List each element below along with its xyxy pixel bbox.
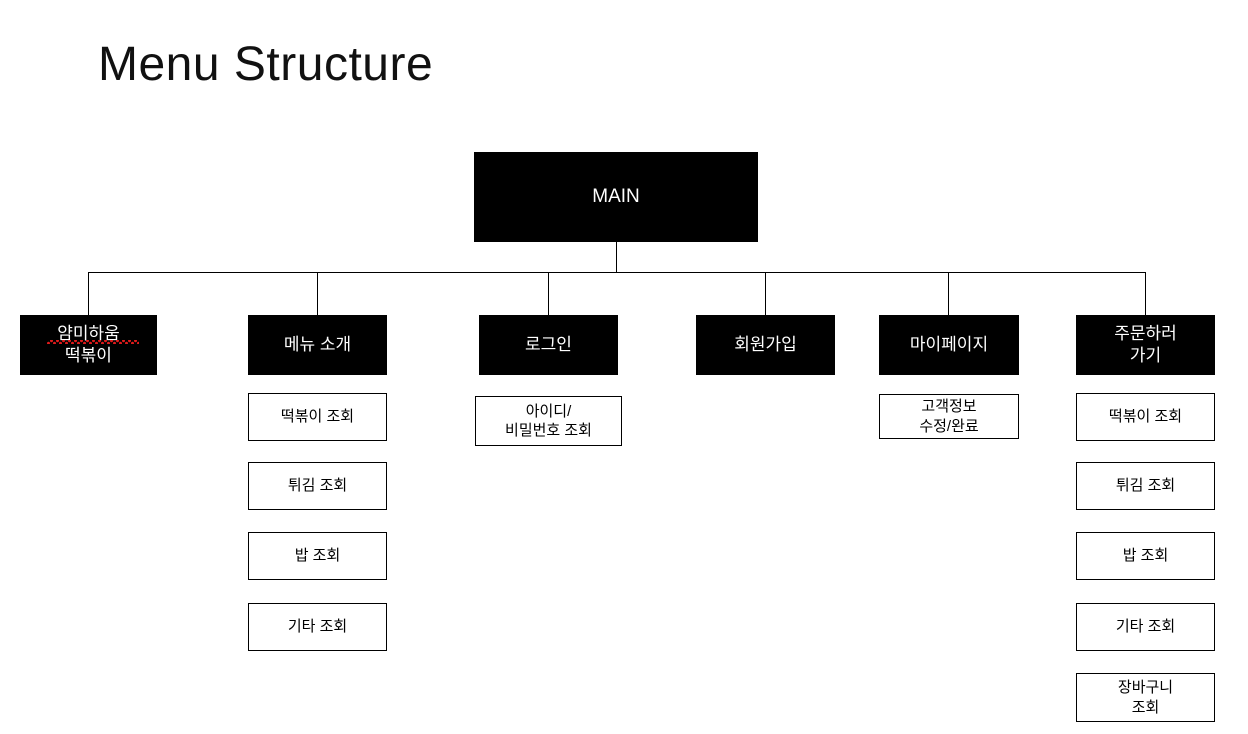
node-brand-yammihaum-label: 얌미하움 떡볶이	[57, 324, 120, 365]
node-menu-intro-child-3-label: 밥 조회	[294, 547, 341, 565]
node-login-label: 로그인	[525, 335, 572, 355]
node-main-label: MAIN	[592, 185, 640, 207]
node-order-child-3-label: 밥 조회	[1122, 547, 1169, 565]
connector-drop-1	[88, 272, 89, 315]
node-brand-yammihaum[interactable]: 얌미하움 떡볶이	[20, 315, 157, 375]
connector-drop-5	[948, 272, 949, 315]
node-menu-intro-child-1-label: 떡볶이 조회	[280, 408, 355, 426]
node-menu-intro-child-2[interactable]: 튀김 조회	[248, 462, 387, 510]
connector-horizontal-bus	[88, 272, 1146, 273]
node-menu-intro-child-2-label: 튀김 조회	[287, 477, 348, 495]
connector-drop-6	[1145, 272, 1146, 315]
node-order-child-5[interactable]: 장바구니 조회	[1076, 673, 1215, 722]
connector-drop-2	[317, 272, 318, 315]
node-menu-intro-child-3[interactable]: 밥 조회	[248, 532, 387, 580]
node-order[interactable]: 주문하러 가기	[1076, 315, 1215, 375]
page-title: Menu Structure	[98, 38, 434, 91]
node-login[interactable]: 로그인	[479, 315, 618, 375]
node-signup[interactable]: 회원가입	[696, 315, 835, 375]
connector-drop-4	[765, 272, 766, 315]
node-login-child-1-label: 아이디/ 비밀번호 조회	[505, 402, 592, 439]
node-mypage-label: 마이페이지	[909, 335, 989, 355]
connector-drop-3	[548, 272, 549, 315]
node-mypage-child-1-label: 고객정보 수정/완료	[919, 398, 979, 435]
node-order-child-3[interactable]: 밥 조회	[1076, 532, 1215, 580]
node-mypage-child-1[interactable]: 고객정보 수정/완료	[879, 394, 1019, 439]
node-login-child-1[interactable]: 아이디/ 비밀번호 조회	[475, 396, 622, 446]
node-order-child-5-label: 장바구니 조회	[1117, 679, 1174, 716]
node-signup-label: 회원가입	[734, 335, 797, 355]
node-order-child-4[interactable]: 기타 조회	[1076, 603, 1215, 651]
node-order-child-2[interactable]: 튀김 조회	[1076, 462, 1215, 510]
node-menu-intro-child-1[interactable]: 떡볶이 조회	[248, 393, 387, 441]
node-menu-intro-label: 메뉴 소개	[283, 335, 352, 355]
node-menu-intro-child-4[interactable]: 기타 조회	[248, 603, 387, 651]
node-order-child-4-label: 기타 조회	[1115, 618, 1176, 636]
node-order-label: 주문하러 가기	[1114, 324, 1177, 365]
node-order-child-2-label: 튀김 조회	[1115, 477, 1176, 495]
node-menu-intro[interactable]: 메뉴 소개	[248, 315, 387, 375]
node-menu-intro-child-4-label: 기타 조회	[287, 618, 348, 636]
node-order-child-1-label: 떡볶이 조회	[1108, 408, 1183, 426]
node-order-child-1[interactable]: 떡볶이 조회	[1076, 393, 1215, 441]
node-mypage[interactable]: 마이페이지	[879, 315, 1019, 375]
node-main[interactable]: MAIN	[474, 152, 758, 242]
connector-root-stem	[616, 242, 617, 273]
